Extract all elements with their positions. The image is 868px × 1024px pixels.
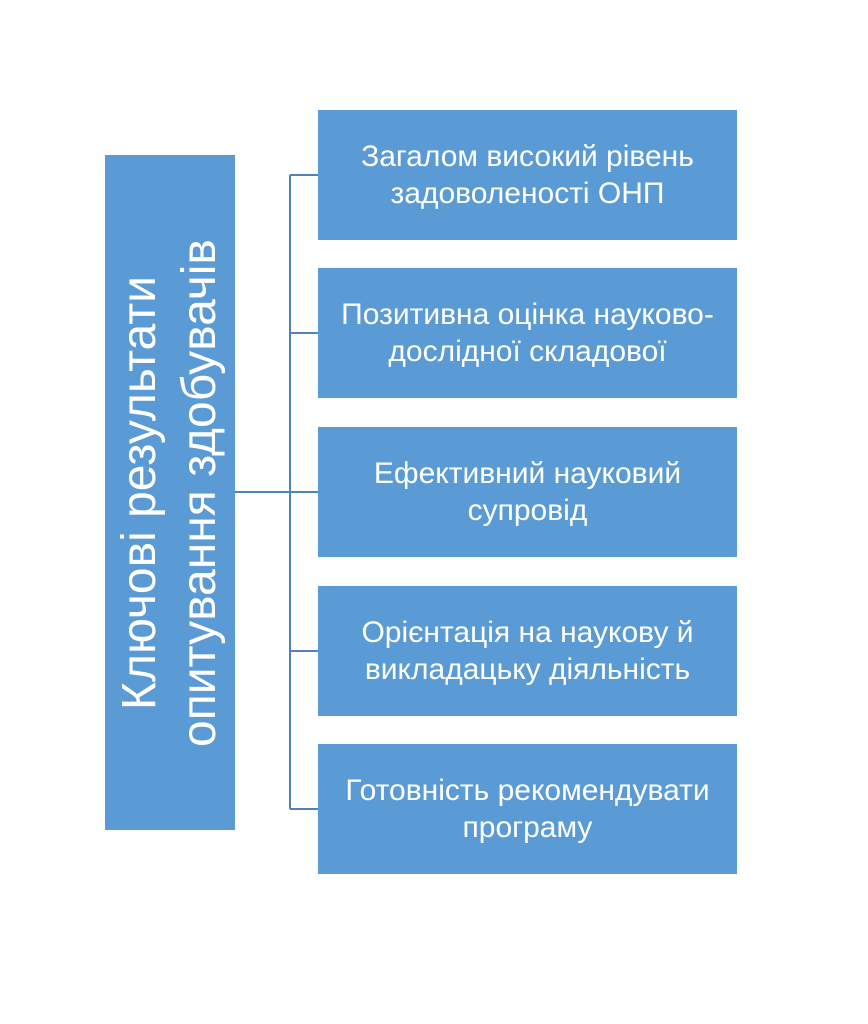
result-box-scientific-support: Ефективний науковий супровід bbox=[318, 427, 737, 557]
result-box-label: Загалом високий рівень задоволеності ОНП bbox=[361, 139, 694, 211]
result-box-label: Орієнтація на наукову й викладацьку діял… bbox=[361, 615, 694, 687]
survey-results-root-box: Ключові результати опитування здобувачів bbox=[105, 155, 235, 830]
result-box-label: Позитивна оцінка науково-дослідної склад… bbox=[341, 297, 714, 369]
result-box-research-component: Позитивна оцінка науково-дослідної склад… bbox=[318, 268, 737, 398]
survey-results-root-label: Ключові результати опитування здобувачів bbox=[113, 238, 226, 747]
result-box-orientation: Орієнтація на наукову й викладацьку діял… bbox=[318, 586, 737, 716]
result-box-satisfaction: Загалом високий рівень задоволеності ОНП bbox=[318, 110, 737, 240]
result-box-recommend: Готовність рекомендувати програму bbox=[318, 744, 737, 874]
result-box-label: Готовність рекомендувати програму bbox=[345, 773, 710, 845]
result-box-label: Ефективний науковий супровід bbox=[373, 456, 682, 528]
